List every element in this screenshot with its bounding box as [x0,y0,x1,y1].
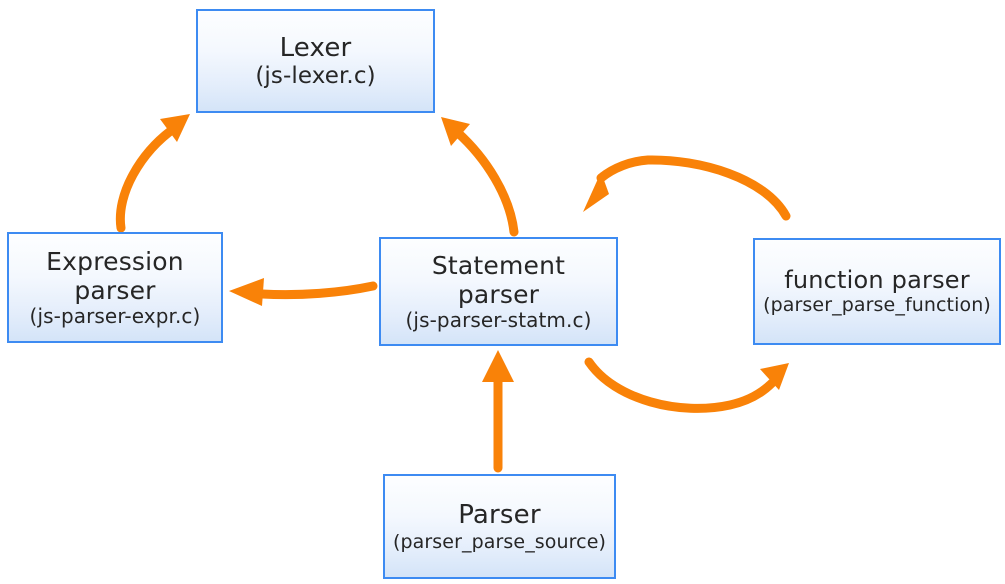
node-expression-parser-subtitle: (js-parser-expr.c) [29,303,201,328]
node-parser-title: Parser [458,500,541,531]
edge-expression-to-lexer [115,114,190,233]
edge-function-to-statement [583,155,791,221]
node-function-parser[interactable]: function parser (parser_parse_function) [753,238,1001,345]
node-function-parser-subtitle: (parser_parse_function) [763,294,991,317]
node-statement-parser-title: Statement [431,250,566,280]
node-expression-parser-title: Expression [46,246,184,276]
edge-statement-to-lexer [441,117,519,237]
node-lexer[interactable]: Lexer (js-lexer.c) [196,9,435,113]
node-lexer-title: Lexer [279,32,352,63]
node-function-parser-title: function parser [784,265,970,294]
node-statement-parser[interactable]: Statement parser (js-parser-statm.c) [379,237,618,346]
edge-statement-to-function [584,357,789,413]
node-parser-subtitle: (parser_parse_source) [392,530,607,553]
edge-statement-to-expression [229,278,378,306]
node-statement-parser-subtitle: (js-parser-statm.c) [405,307,592,332]
node-expression-parser[interactable]: Expression parser (js-parser-expr.c) [7,232,223,343]
edge-parser-to-statement [482,350,514,473]
node-expression-parser-title-line2: parser [74,275,156,305]
node-statement-parser-title-line2: parser [457,279,540,309]
node-lexer-subtitle: (js-lexer.c) [255,62,376,89]
node-parser[interactable]: Parser (parser_parse_source) [383,474,616,579]
